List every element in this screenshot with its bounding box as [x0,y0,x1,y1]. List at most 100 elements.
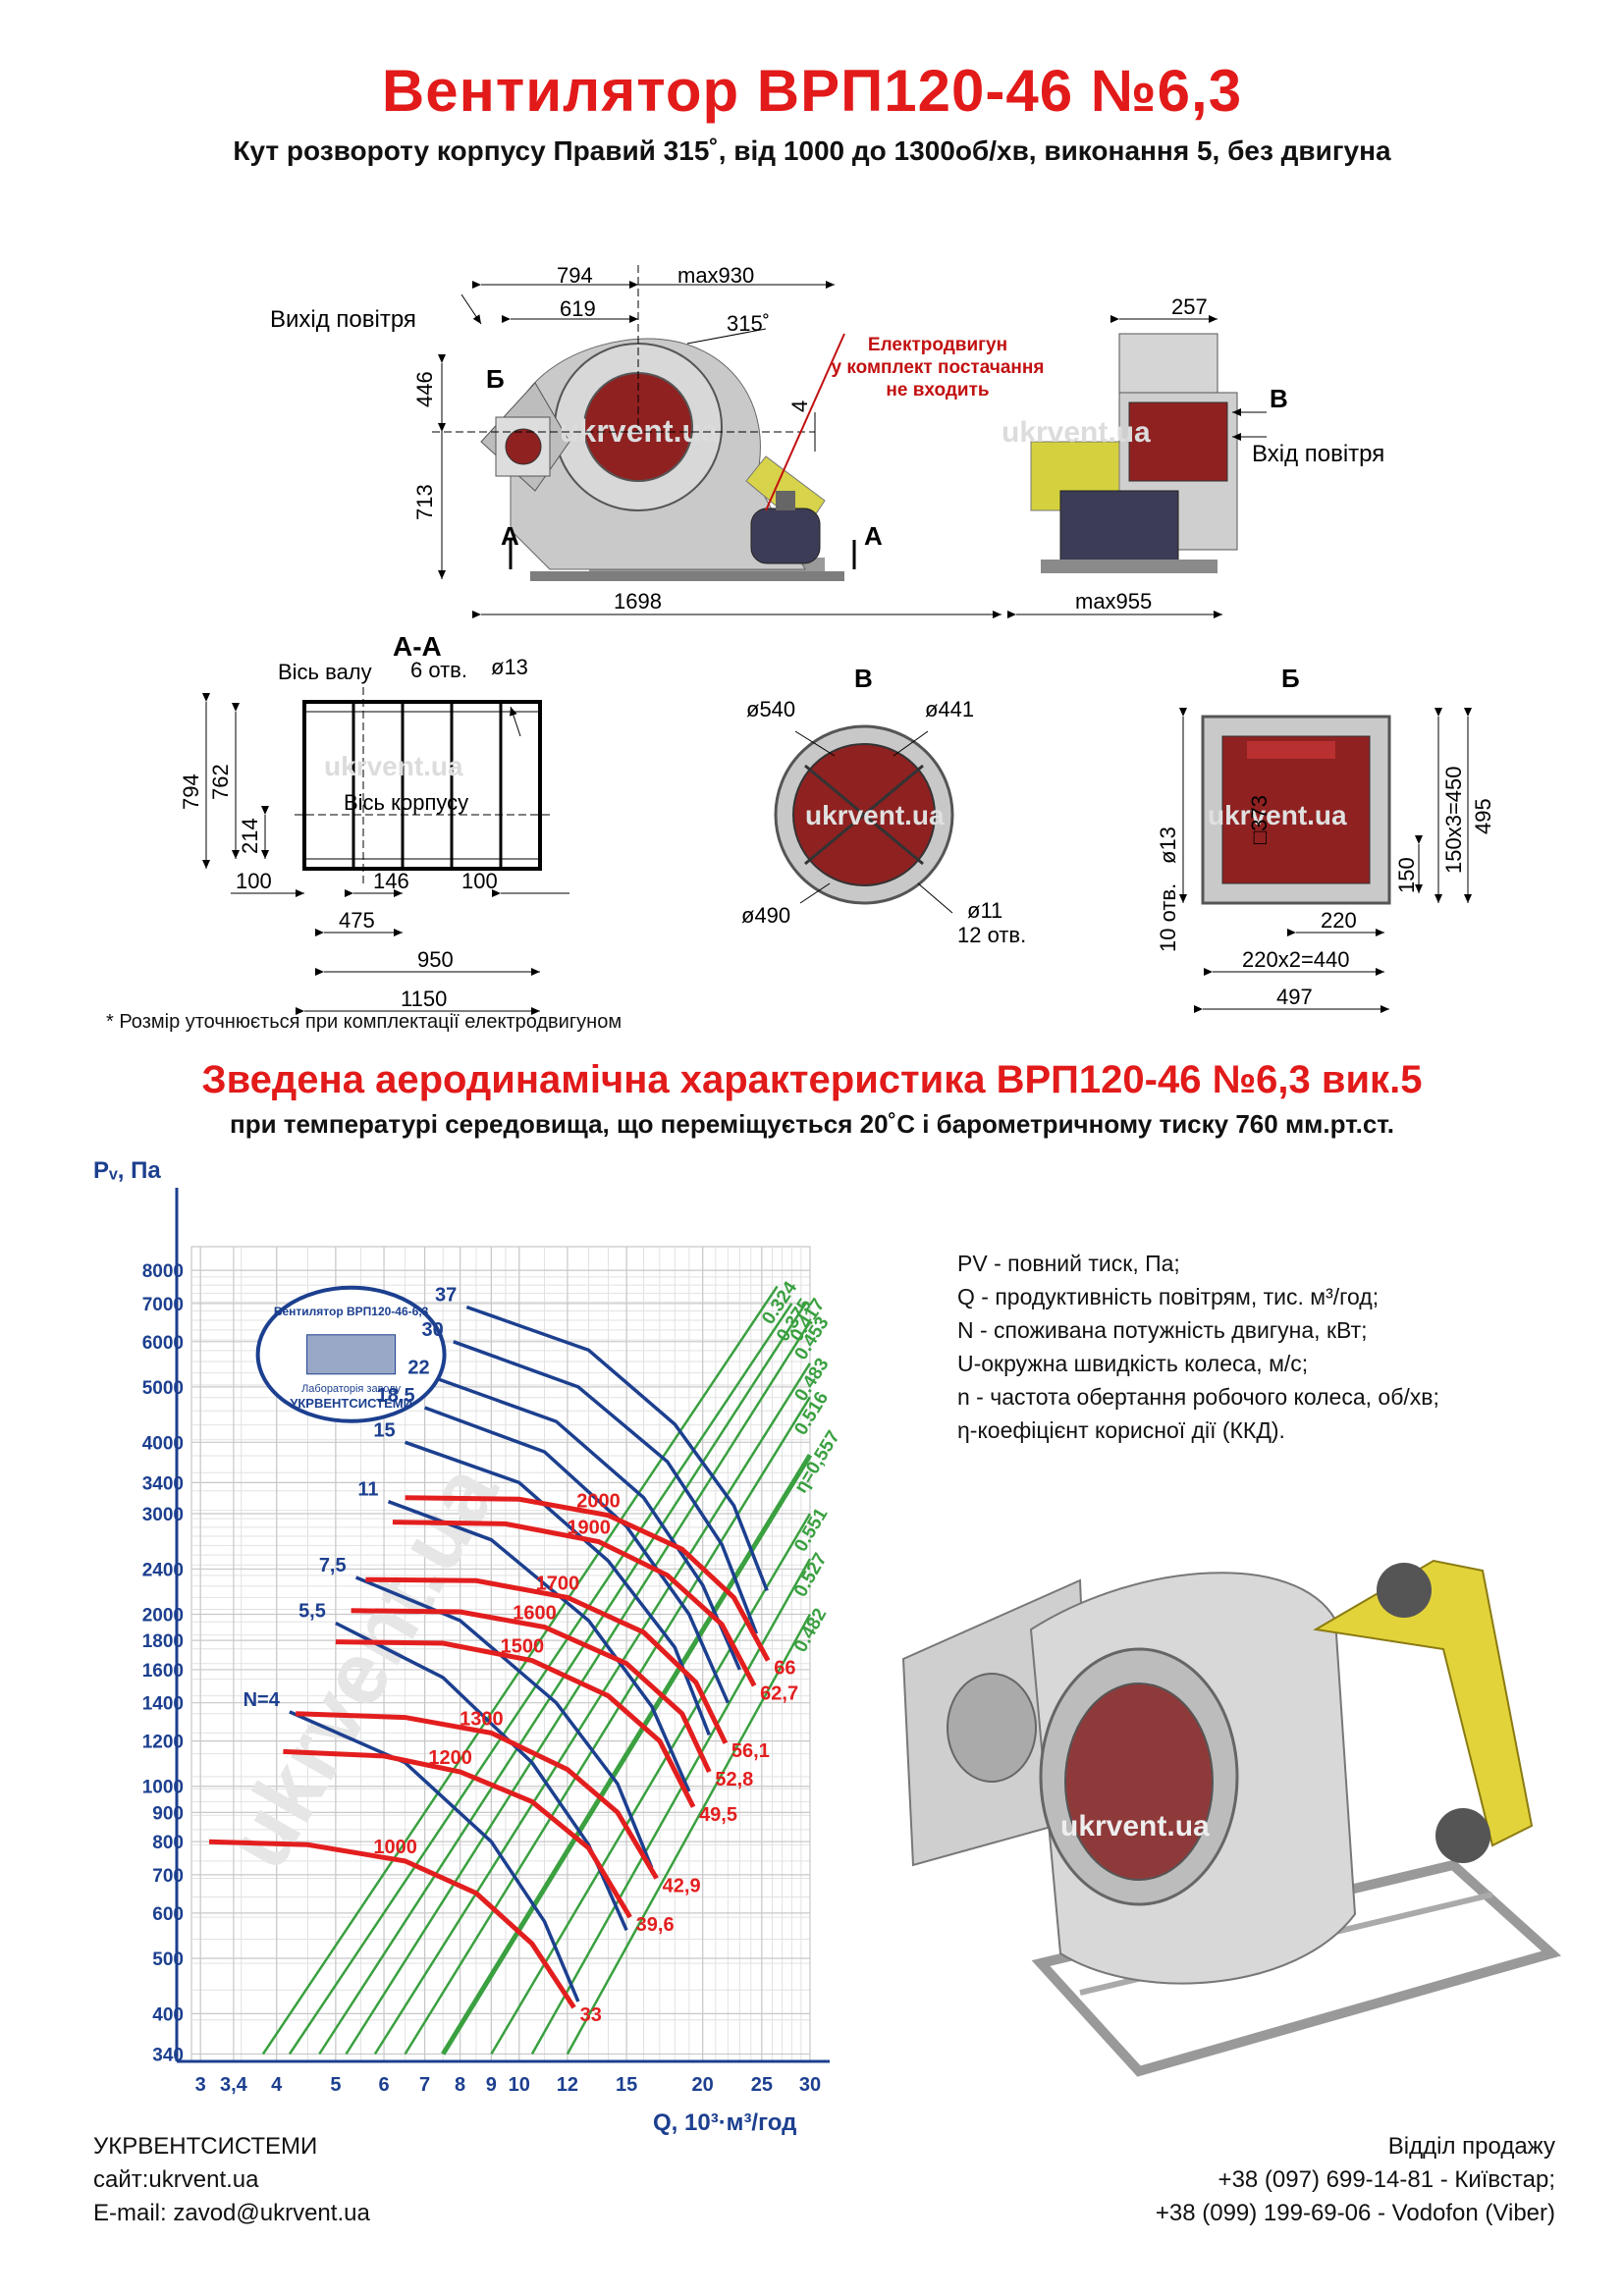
power-curve [439,1377,742,1671]
efficiency-line [345,1320,812,2056]
dim-495: 495 [1471,798,1495,834]
power-curve [465,1305,769,1592]
power-label: 22 [407,1357,429,1378]
x-tick-label: 25 [751,2074,773,2096]
dim-max955: max955 [1075,589,1152,614]
x-tick-label: 30 [799,2074,821,2096]
dim-12-holes: 12 отв. [957,923,1026,947]
logo-lab-text: Лабораторія заводу [301,1383,402,1395]
speed-end-label: 33 [580,2004,602,2026]
speed-curve [365,1576,729,1744]
speed-label: 1600 [513,1602,557,1624]
dim-794-aa: 794 [179,774,203,810]
dim-475: 475 [339,908,375,933]
dim-619: 619 [560,296,596,321]
speed-curve [208,1839,576,2009]
speed-curve [283,1748,632,1919]
x-tick-label: 10 [509,2074,530,2096]
legend-item: PV - повний тиск, Па; [957,1251,1180,1276]
speed-label: 1200 [428,1747,472,1769]
motor-note-line3: не входить [886,380,989,400]
page-subtitle: Кут розвороту корпусу Правий 315˚, від 1… [233,135,1391,166]
y-tick-label: 5000 [142,1378,184,1399]
x-tick-label: 20 [692,2074,714,2096]
dim-dia490: ø490 [741,903,790,928]
power-curve [453,1340,759,1634]
dim-762: 762 [208,764,233,800]
render-watermark: ukrvent.ua [1060,1810,1210,1842]
company-site[interactable]: сайт:ukrvent.ua [93,2166,259,2193]
section-aa-title: А-А [393,631,442,662]
speed-label: 2000 [576,1491,621,1513]
y-tick-label: 8000 [142,1261,184,1282]
technical-drawings: ukrvent.ua 794 max930 619 315˚ 446 713 4… [179,263,1495,1015]
view-v: ukrvent.ua В ø540 ø441 ø490 ø11 12 отв. [741,664,1026,947]
dim-max930: max930 [677,263,754,288]
y-tick-label: 3400 [142,1473,184,1494]
dim-dia441: ø441 [925,697,974,721]
phone-kyivstar[interactable]: +38 (097) 699-14-81 - Київстар; [1218,2166,1555,2193]
dim-100-right: 100 [461,869,498,893]
legend-item: n - частота обертання робочого колеса, о… [957,1384,1439,1410]
y-tick-label: 500 [152,1949,184,1970]
x-tick-label: 4 [271,2074,283,2096]
power-label: 7,5 [319,1555,347,1576]
power-label: 37 [435,1284,457,1306]
main-view-watermark: ukrvent.ua [560,413,719,449]
view-v-title: В [854,664,873,693]
power-label: N=4 [244,1689,281,1711]
dim-dia11: ø11 [967,898,1002,923]
legend-item: U-окружна швидкість колеса, м/с; [957,1351,1309,1376]
dim-sq373: □373 [1247,795,1272,844]
y-tick-label: 600 [152,1904,184,1925]
speed-end-label: 52,8 [715,1769,753,1790]
y-tick-label: 3000 [142,1505,184,1525]
view-b-watermark: ukrvent.ua [1208,800,1347,830]
efficiency-line [318,1303,807,2056]
power-curve [405,1440,711,1736]
legend-item: η-коефіцієнт корисної дії (ККД). [957,1417,1285,1443]
speed-end-label: 62,7 [760,1682,798,1704]
dim-713: 713 [412,484,437,520]
legend-item: N - споживана потужність двигуна, кВт; [957,1317,1368,1343]
speed-curve [296,1711,659,1880]
y-tick-label: 1200 [142,1733,184,1753]
logo-fan-icon [306,1334,397,1375]
y-tick-label: 800 [152,1833,184,1853]
speed-label: 1300 [460,1708,504,1730]
power-label: 15 [373,1419,395,1441]
section-a-right-marker: А [864,521,883,551]
y-tick-label: 700 [152,1866,184,1887]
chart-subheading: при температурі середовища, що переміщує… [230,1109,1394,1139]
speed-label: 1500 [501,1636,545,1658]
x-tick-label: 15 [616,2074,637,2096]
phone-vodafone[interactable]: +38 (099) 199-69-06 - Vodofon (Viber) [1155,2200,1555,2226]
side-view-watermark: ukrvent.ua [1001,416,1151,449]
speed-curve [351,1608,712,1774]
power-curve [354,1575,654,1869]
dim-220x2: 220x2=440 [1242,947,1350,972]
chart-heading: Зведена аеродинамічна характеристика ВРП… [201,1058,1423,1101]
logo-top-text: Вентилятор ВРП120-46-6,3 [274,1305,429,1318]
y-tick-label: 400 [152,2004,184,2025]
dim-794: 794 [557,263,593,288]
company-email[interactable]: E-mail: zavod@ukrvent.ua [93,2200,370,2226]
dim-497: 497 [1276,985,1313,1009]
speed-curve [335,1639,696,1808]
dim-220: 220 [1321,908,1357,933]
view-v-watermark: ukrvent.ua [805,800,945,830]
dim-146: 146 [373,869,409,893]
view-b: ukrvent.ua Б ø13 10 отв. □373 150x3=450 … [1156,664,1495,1013]
legend-item: Q - продуктивність повітрям, тис. м³/год… [957,1284,1380,1309]
y-tick-label: 1800 [142,1631,184,1652]
sales-title: Відділ продажу [1387,2133,1555,2160]
y-axis-title: Pᵥ, Па [93,1158,161,1184]
motor-note-line1: Електродвигун [868,335,1007,355]
dim-dia13-b: ø13 [1156,827,1180,864]
efficiency-line [530,1558,812,2056]
x-tick-label: 7 [419,2074,430,2096]
motor-note-line2: у комплект постачання [832,357,1045,378]
power-curve [387,1500,691,1792]
speed-end-label: 42,9 [663,1876,701,1897]
